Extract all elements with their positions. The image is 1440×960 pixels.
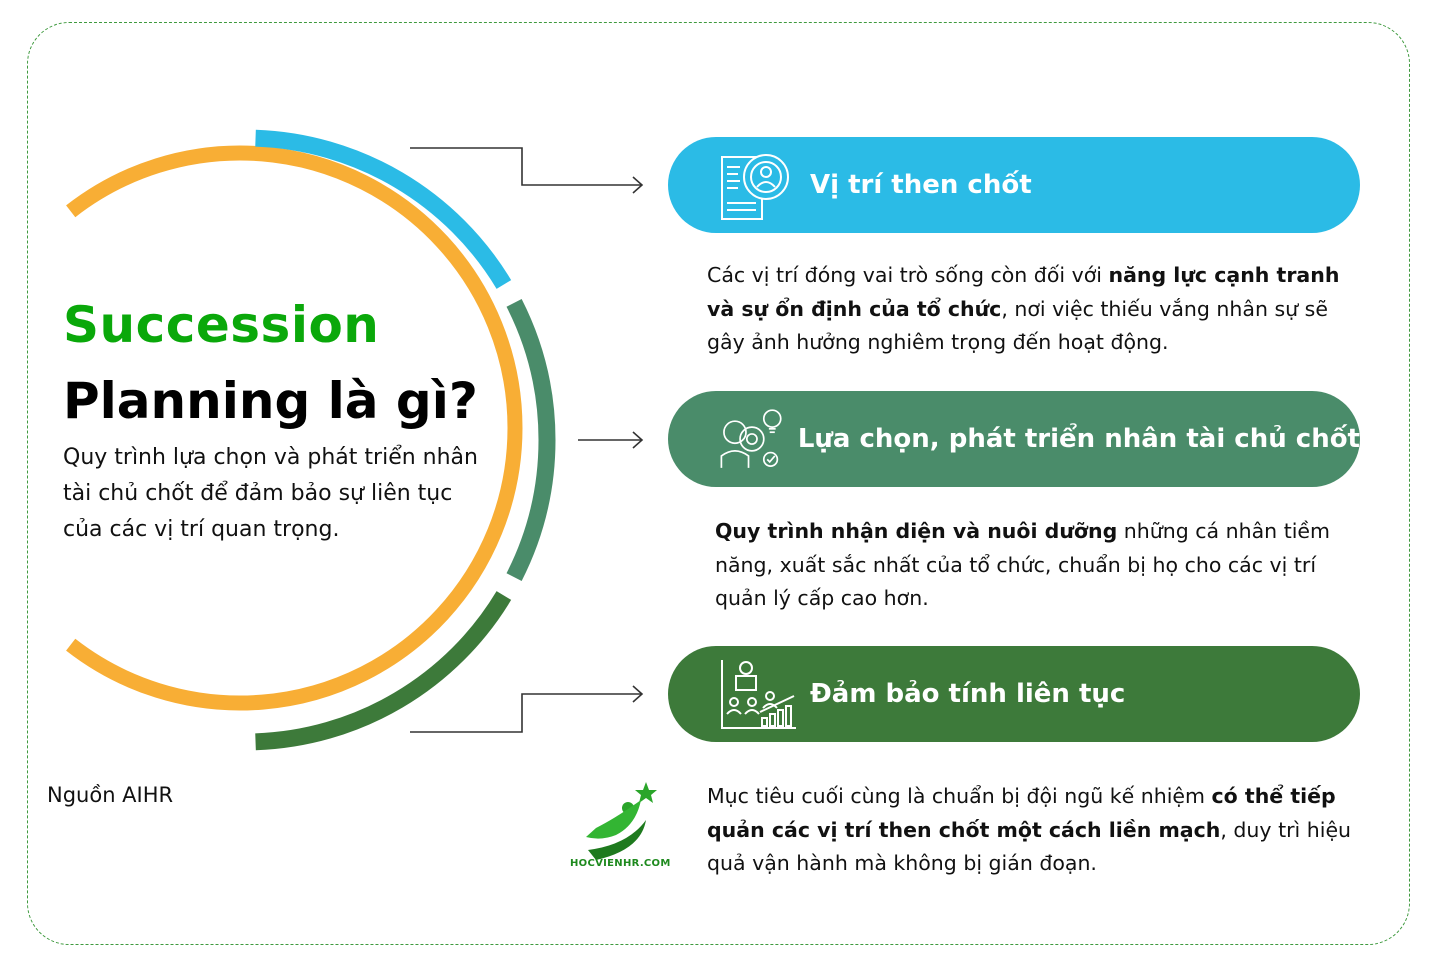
- pill-label: Vị trí then chốt: [810, 170, 1032, 200]
- source-label: Nguồn AIHR: [47, 783, 174, 807]
- dark-green-arc-segment: [255, 591, 512, 751]
- text-segment-bold: Quy trình nhận diện và nuôi dưỡng: [715, 519, 1118, 543]
- gear-profile-document-icon: [721, 154, 789, 220]
- text-segment: , nơi việc thiếu vắng nhân sự sẽ gây ảnh…: [707, 296, 1328, 355]
- text-segment: Mục tiêu cuối cùng là chuẩn bị đội ngũ k…: [707, 784, 1212, 808]
- text-segment: những cá nhân tiềm năng, xuất sắc nhất c…: [715, 519, 1331, 610]
- pill-continuity: Đảm bảo tính liên tục: [668, 646, 1360, 742]
- team-growth-chart-icon: [721, 660, 796, 729]
- definition-text: Quy trình lựa chọn và phát triển nhân tà…: [63, 445, 478, 542]
- pill-key-positions: Vị trí then chốt: [668, 137, 1360, 233]
- blue-arc-segment: [255, 129, 512, 289]
- pill-label: Đảm bảo tính liên tục: [810, 679, 1126, 709]
- arrowhead-2: [632, 431, 644, 449]
- orange-arc: [66, 145, 523, 711]
- arrowhead-1: [632, 176, 644, 194]
- text-segment: Các vị trí đóng vai trò sống còn đối với: [707, 263, 1109, 287]
- arrowhead-3: [632, 685, 644, 703]
- hocvienhr-logo: [586, 782, 657, 860]
- talent-lightbulb-icon: [720, 409, 782, 468]
- title-planning: Planning là gì?: [63, 372, 478, 430]
- logo-text: HOCVIENHR.COM: [570, 858, 671, 869]
- continuity-description: Mục tiêu cuối cùng là chuẩn bị đội ngũ k…: [707, 780, 1367, 881]
- pill-label: Lựa chọn, phát triển nhân tài chủ chốt: [797, 424, 1360, 454]
- pill-talent-development: Lựa chọn, phát triển nhân tài chủ chốt: [668, 391, 1360, 487]
- mid-green-arc-segment: [506, 299, 556, 581]
- text-segment-bold: có thể tiếp quản các vị trí then chốt mộ…: [707, 784, 1336, 842]
- title-succession: Succession: [63, 296, 380, 354]
- talent-development-description: Quy trình nhận diện và nuôi dưỡng những …: [715, 515, 1365, 616]
- connector-arrow-3: [410, 693, 642, 733]
- text-segment-bold: năng lực cạnh tranh và sự ổn định của tổ…: [707, 263, 1340, 321]
- key-positions-description: Các vị trí đóng vai trò sống còn đối với…: [707, 259, 1367, 360]
- dashed-border-frame: [27, 22, 1410, 945]
- text-segment: , duy trì hiệu quả vận hành mà không bị …: [707, 817, 1352, 876]
- connector-arrow-1: [410, 147, 642, 186]
